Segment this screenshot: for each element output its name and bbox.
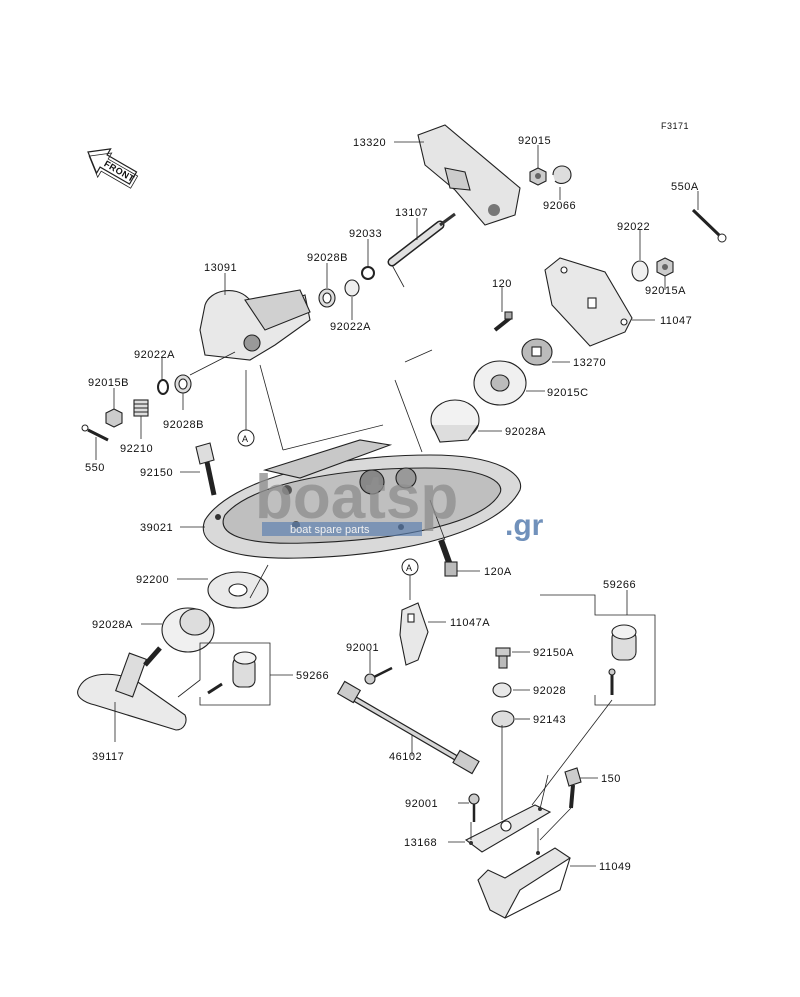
label-92028: 92028	[533, 685, 566, 697]
label-92150A: 92150A	[533, 647, 574, 659]
nut-92015A	[656, 257, 674, 277]
front-direction-icon: FRONT	[87, 148, 139, 189]
label-92143: 92143	[533, 714, 566, 726]
label-550: 550	[85, 462, 105, 474]
plate-13270	[521, 338, 553, 366]
callout-A-upper: A	[237, 429, 255, 447]
label-92015A: 92015A	[645, 285, 686, 297]
screw-92001-low	[468, 793, 480, 822]
bushing-92028	[492, 682, 512, 698]
steering-arm-part	[417, 124, 521, 226]
label-92001-low: 92001	[405, 798, 438, 810]
washer-92143	[491, 710, 515, 728]
label-13168: 13168	[404, 837, 437, 849]
label-92028B-top: 92028B	[307, 252, 348, 264]
washer-92022A-top	[344, 279, 360, 297]
bolt-120A	[438, 538, 458, 577]
label-120A: 120A	[484, 566, 512, 578]
part-labels: 13320 92015 92066 550A 13107 13091 92028…	[85, 135, 699, 873]
label-39117: 39117	[92, 751, 124, 763]
label-92200: 92200	[136, 574, 169, 586]
boot-92028A-right	[430, 399, 480, 443]
boot-92028A-left	[161, 607, 215, 653]
nut-92015B	[105, 408, 123, 428]
washer-92022	[631, 260, 649, 282]
label-13320: 13320	[353, 137, 386, 149]
label-59266-right: 59266	[603, 579, 636, 591]
cotter-pin-550A	[691, 208, 727, 243]
clip-92066	[552, 165, 572, 184]
label-92015B: 92015B	[88, 377, 129, 389]
label-92028A-right: 92028A	[505, 426, 546, 438]
label-92150: 92150	[140, 467, 173, 479]
tiller-arm-39117	[77, 646, 187, 731]
label-92066: 92066	[543, 200, 576, 212]
shaft-13107	[387, 212, 456, 267]
housing-13091	[199, 289, 311, 361]
watermark-tld: .gr	[505, 509, 544, 542]
watermark-brand: boatsp	[255, 463, 458, 532]
watermark-logo: boatsp boat spare parts .gr	[255, 463, 544, 542]
label-11047A: 11047A	[450, 617, 490, 629]
bolt-150	[564, 767, 582, 809]
label-46102: 46102	[389, 751, 422, 763]
bracket-11047A	[399, 602, 429, 666]
bracket-11049	[477, 847, 572, 919]
bolt-92150	[195, 442, 217, 496]
label-13107: 13107	[395, 207, 428, 219]
label-13270: 13270	[573, 357, 606, 369]
washer-92022A-left	[157, 379, 169, 395]
kit-59266-right	[540, 594, 656, 706]
label-11049: 11049	[599, 861, 631, 873]
label-13091: 13091	[204, 262, 237, 274]
plate-13168	[464, 804, 552, 853]
washer-92200	[207, 571, 269, 609]
snap-ring-92033	[361, 266, 375, 280]
bolt-92150A	[495, 647, 511, 669]
label-120: 120	[492, 278, 512, 290]
screw-92001-mid	[364, 666, 393, 685]
label-92033: 92033	[349, 228, 382, 240]
bushing-92028B-left	[174, 374, 192, 394]
svg-text:A: A	[406, 563, 413, 573]
label-92022A-left: 92022A	[134, 349, 175, 361]
cable-46102	[336, 680, 480, 775]
figure-code: F3171	[661, 121, 689, 131]
label-11047: 11047	[660, 315, 692, 327]
nut-92015	[529, 167, 547, 186]
label-92210: 92210	[120, 443, 153, 455]
watermark-tagline: boat spare parts	[290, 524, 370, 536]
disc-92015C	[473, 360, 527, 406]
label-150: 150	[601, 773, 621, 785]
cotter-pin-550	[81, 424, 109, 442]
label-92028B-left: 92028B	[163, 419, 204, 431]
bolt-120	[493, 311, 513, 332]
bushing-92028B-top	[318, 288, 336, 308]
callout-A-lower: A	[401, 558, 419, 576]
bracket-11047	[544, 257, 633, 347]
leader-lines	[95, 141, 699, 867]
label-59266-left: 59266	[296, 670, 329, 682]
label-92022A-top: 92022A	[330, 321, 371, 333]
label-92015C: 92015C	[547, 387, 589, 399]
svg-text:A: A	[242, 434, 249, 444]
spring-92210	[133, 399, 149, 417]
label-92028A-left: 92028A	[92, 619, 133, 631]
label-550A: 550A	[671, 181, 699, 193]
label-39021: 39021	[140, 522, 173, 534]
label-92001-mid: 92001	[346, 642, 379, 654]
label-92015: 92015	[518, 135, 551, 147]
kit-59266-left	[177, 642, 271, 706]
label-92022: 92022	[617, 221, 650, 233]
